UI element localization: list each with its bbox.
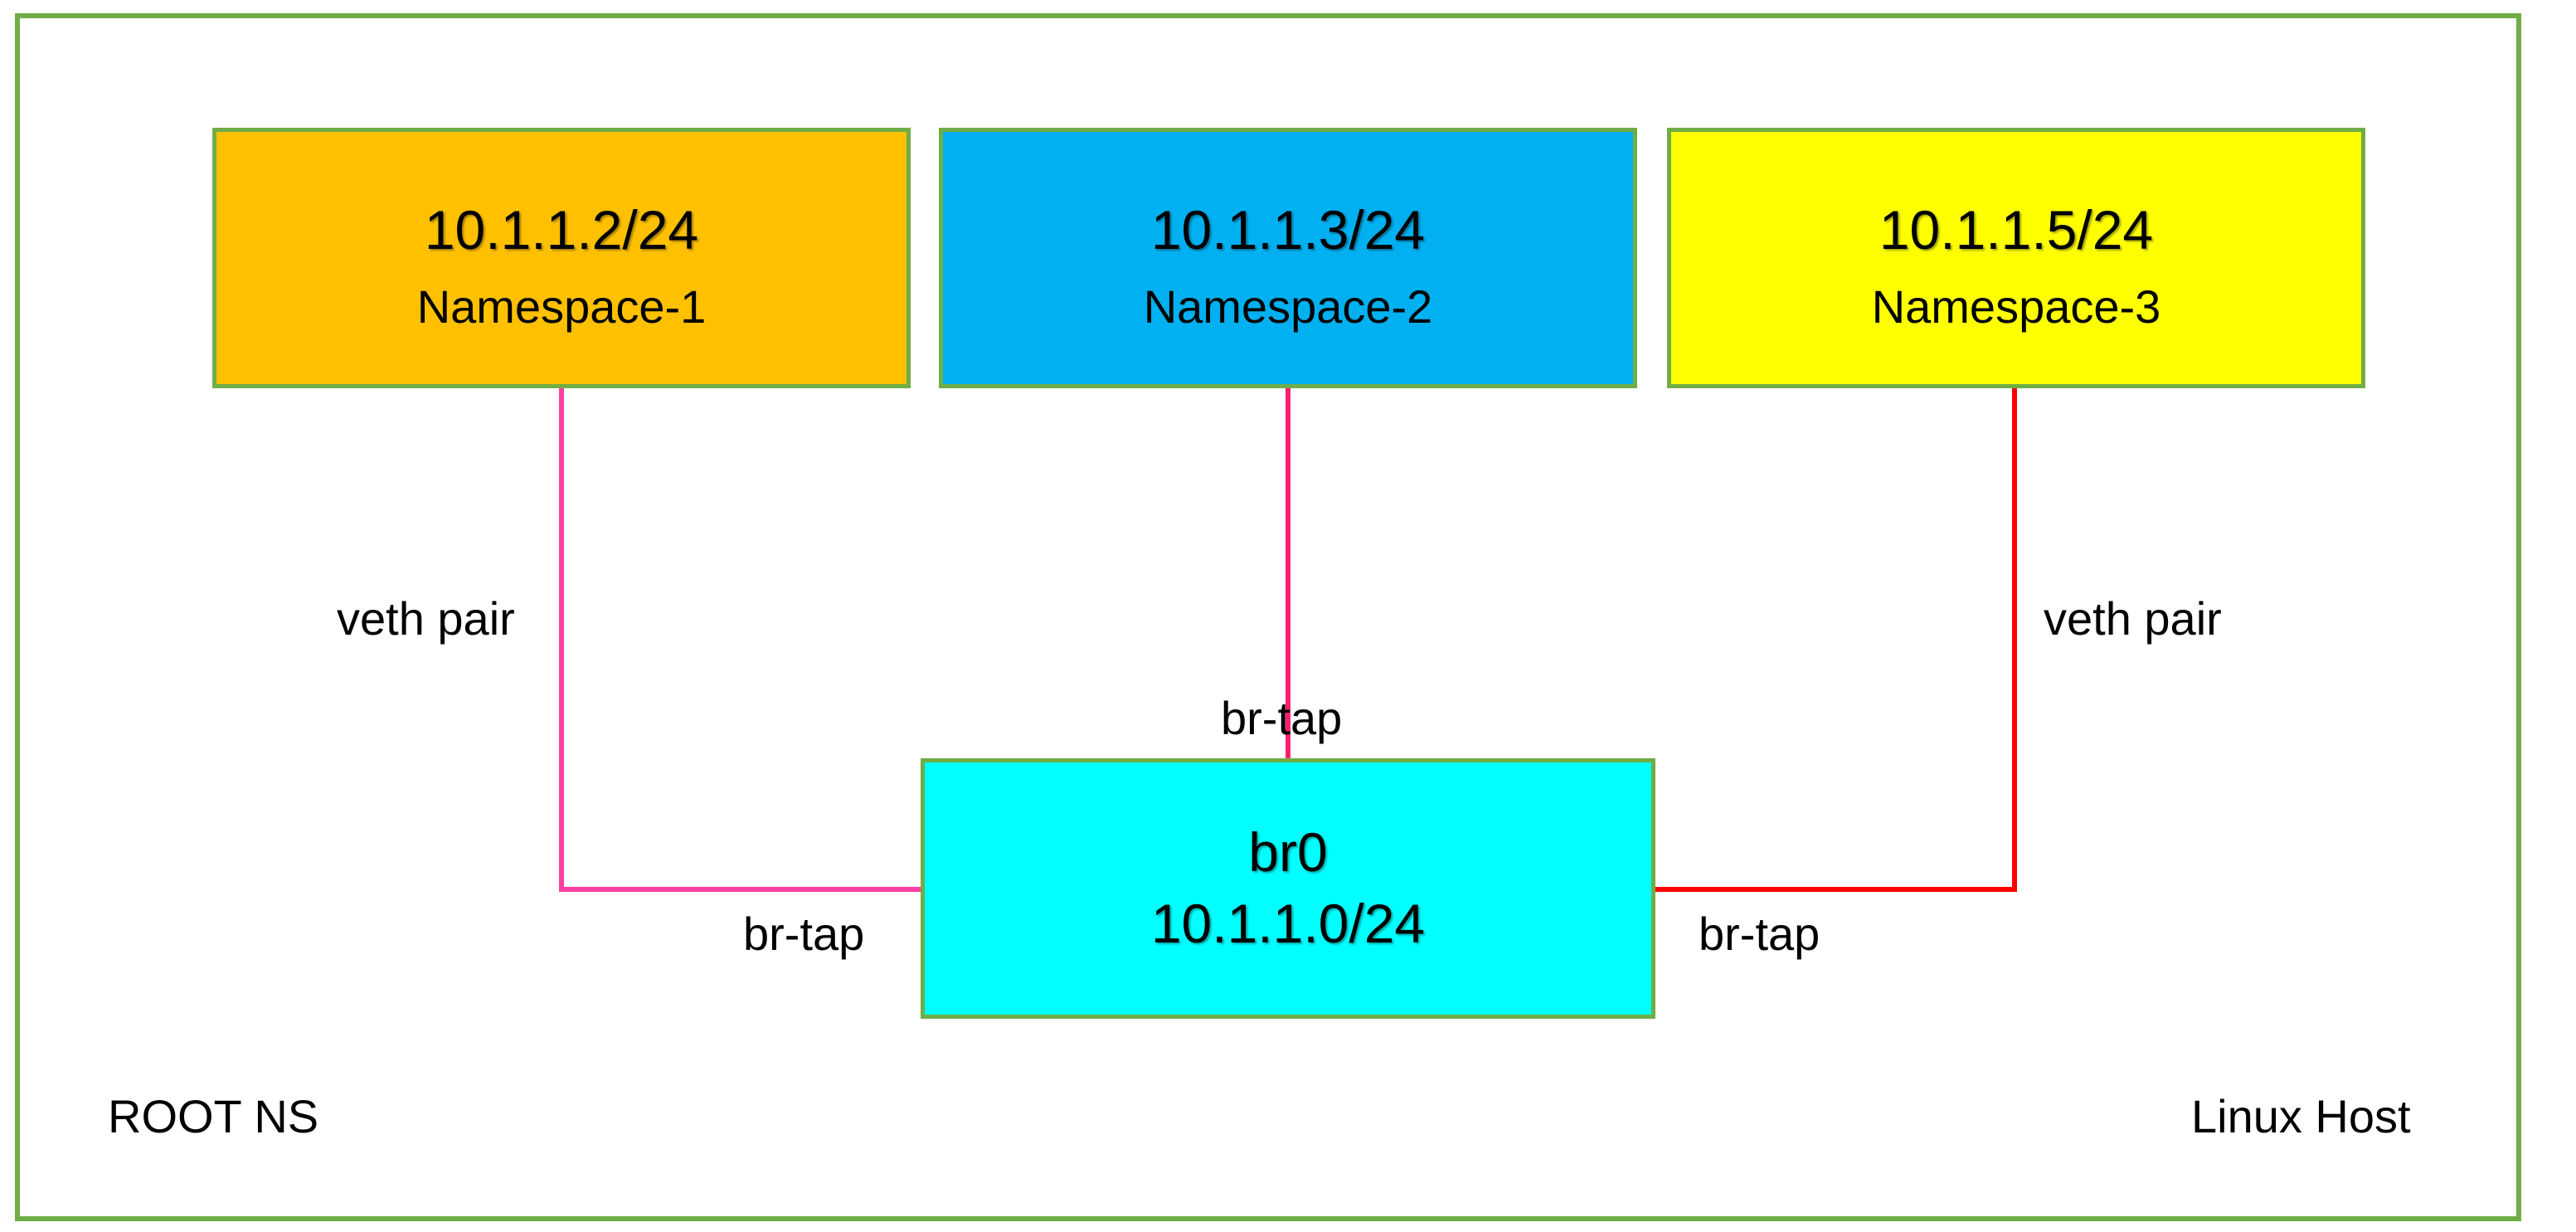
br-tap-label-top: br-tap xyxy=(1221,692,1343,744)
link-namespace-1 xyxy=(559,387,922,892)
bridge-br0-box: br0 10.1.1.0/24 xyxy=(921,758,1655,1019)
namespace-1-box: 10.1.1.2/24 Namespace-1 xyxy=(212,128,911,388)
bridge-name: br0 xyxy=(1248,821,1328,884)
br-tap-label-left: br-tap xyxy=(743,908,865,960)
namespace-1-name: Namespace-1 xyxy=(416,280,707,333)
namespace-2-name: Namespace-2 xyxy=(1143,280,1433,333)
namespace-2-box: 10.1.1.3/24 Namespace-2 xyxy=(939,128,1637,388)
namespace-2-ip: 10.1.1.3/24 xyxy=(1150,199,1426,261)
root-ns-label: ROOT NS xyxy=(108,1090,319,1142)
veth-pair-label-right: veth pair xyxy=(2044,592,2222,645)
namespace-1-ip: 10.1.1.2/24 xyxy=(424,199,699,261)
namespace-3-name: Namespace-3 xyxy=(1871,280,2161,333)
linux-host-frame xyxy=(15,13,2521,1221)
linux-host-label: Linux Host xyxy=(2191,1090,2411,1142)
link-namespace-3 xyxy=(1654,387,2017,892)
namespace-3-ip: 10.1.1.5/24 xyxy=(1879,199,2154,261)
br-tap-label-right: br-tap xyxy=(1699,908,1820,960)
veth-pair-label-left: veth pair xyxy=(337,592,515,645)
bridge-subnet: 10.1.1.0/24 xyxy=(1150,893,1426,954)
namespace-3-box: 10.1.1.5/24 Namespace-3 xyxy=(1667,128,2365,388)
